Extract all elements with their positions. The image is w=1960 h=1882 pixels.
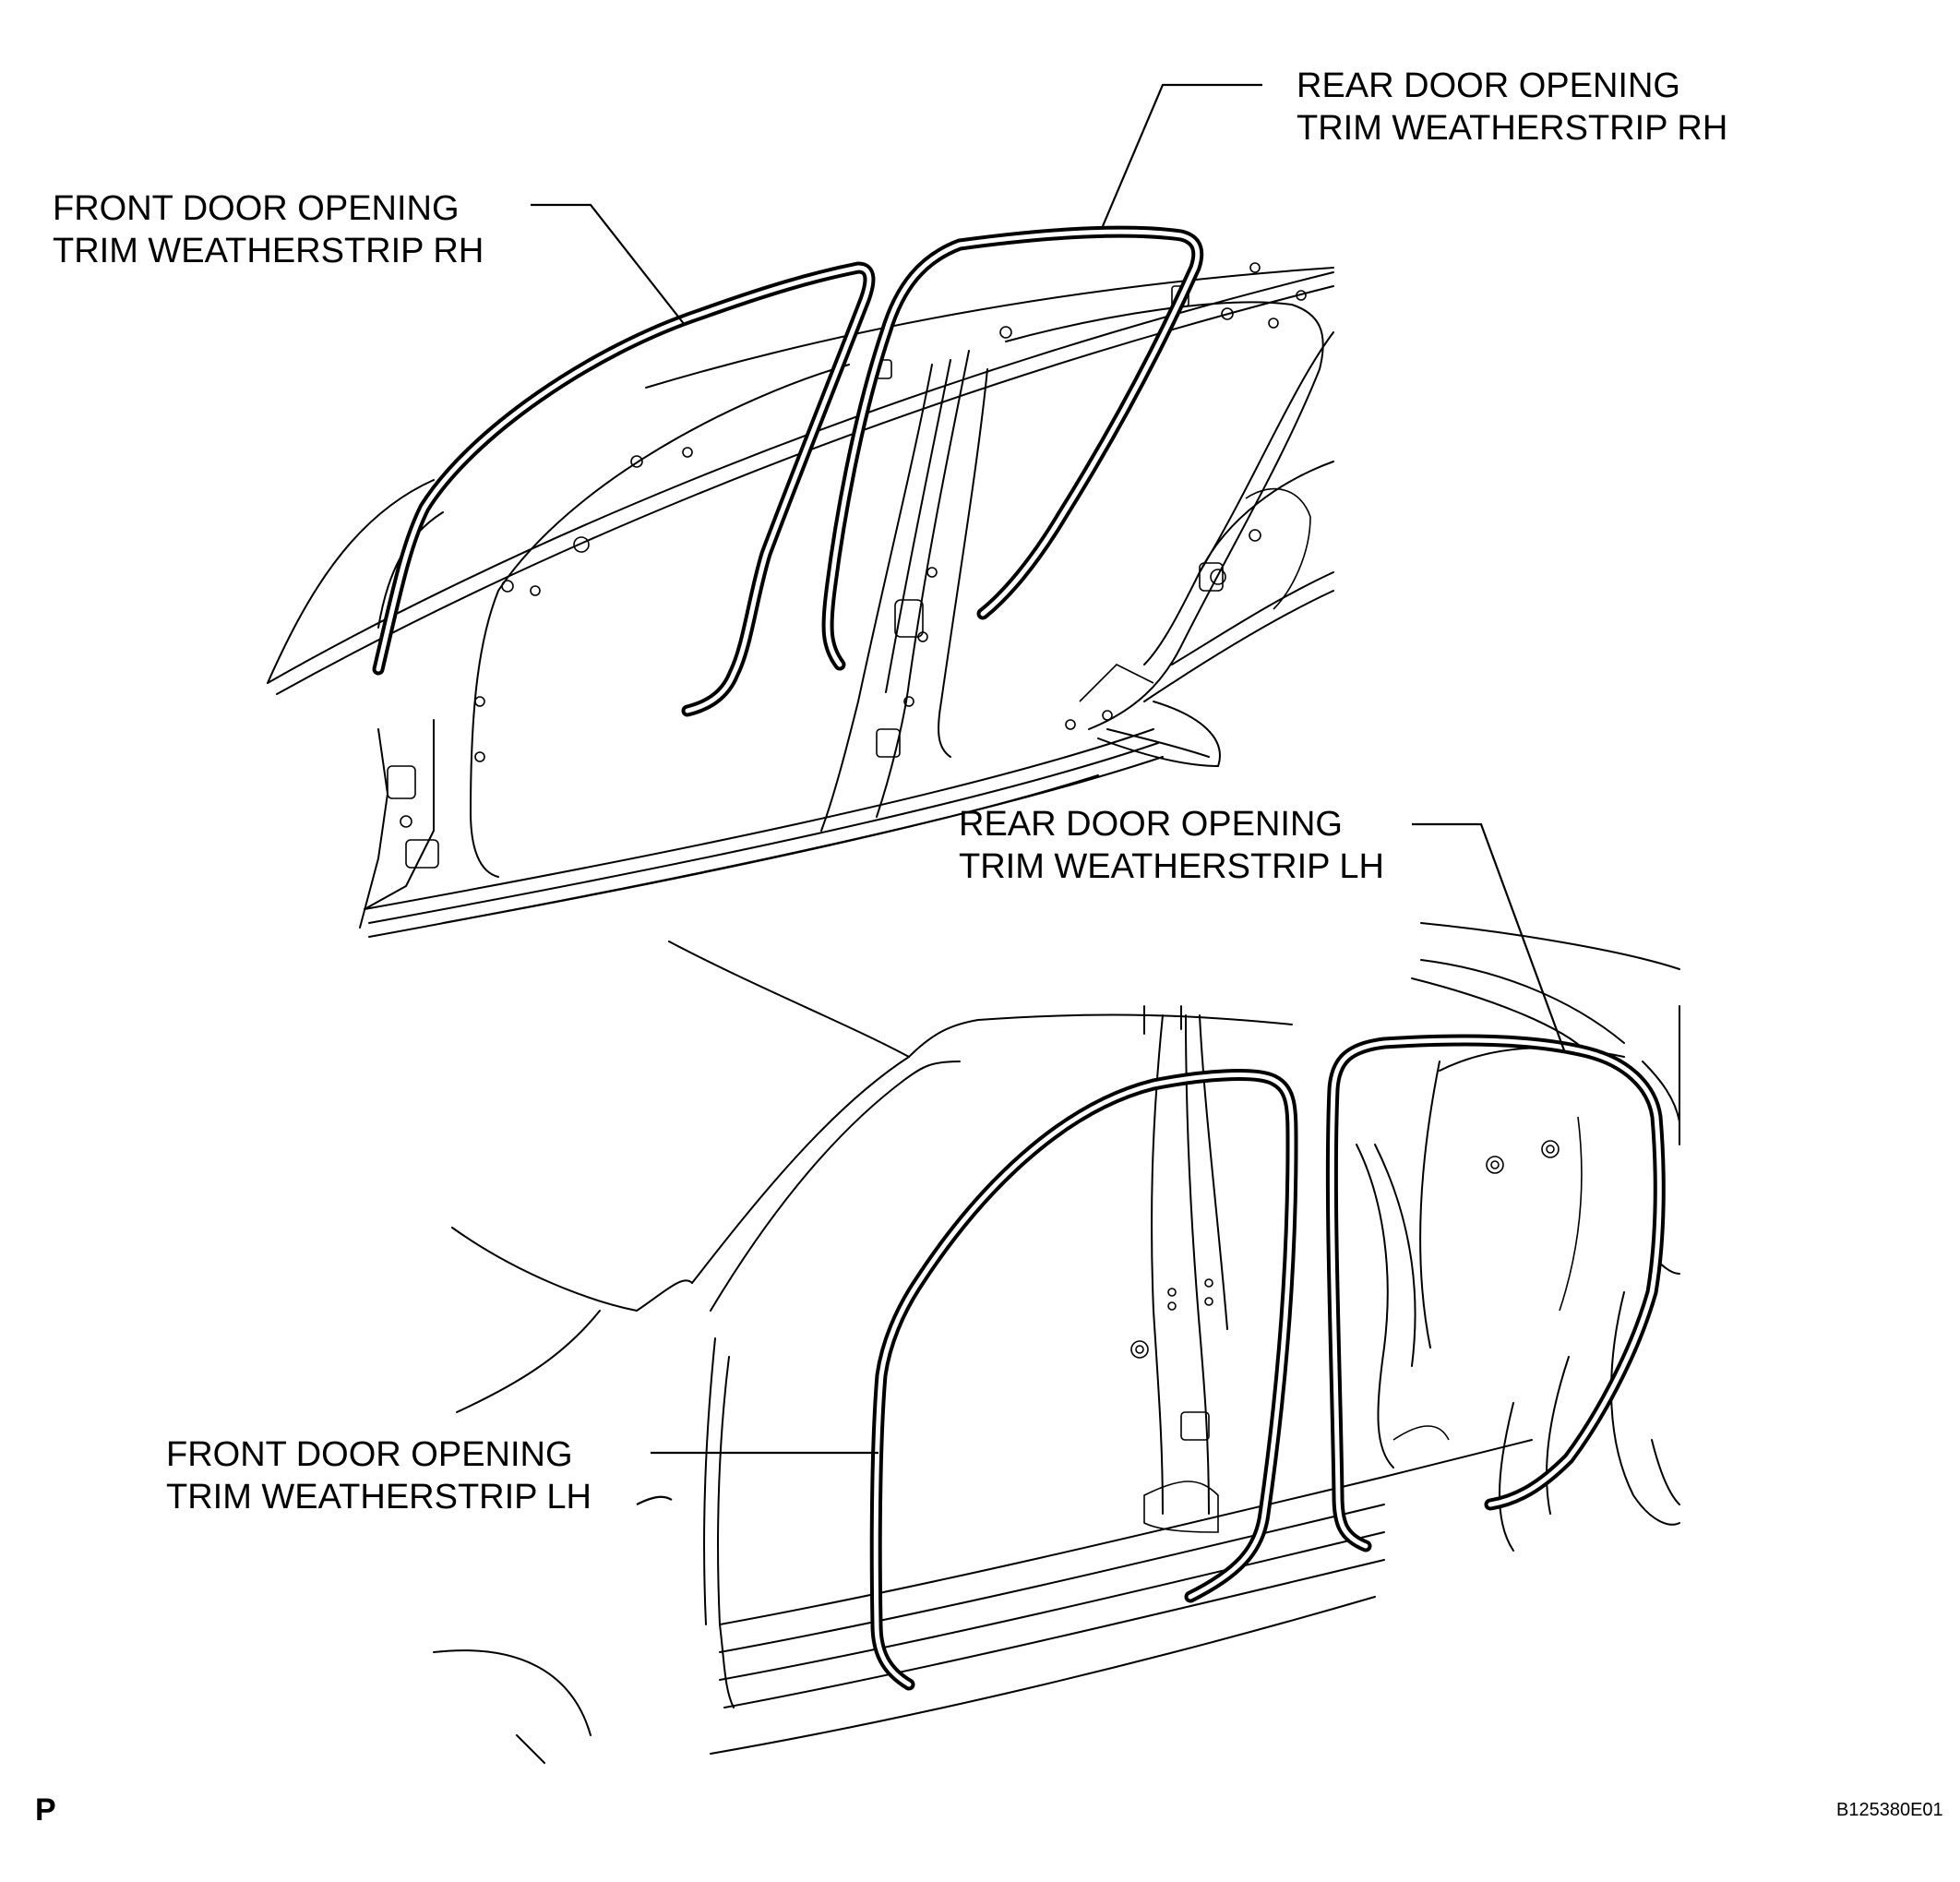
label-rear-lh-line2: TRIM WEATHERSTRIP LH [959, 847, 1384, 886]
page-letter: P [35, 1792, 56, 1828]
figure-id: B125380E01 [1836, 1800, 1943, 1820]
label-front-lh-line2: TRIM WEATHERSTRIP LH [166, 1478, 592, 1516]
leader-rear-lh [1412, 822, 1566, 1051]
label-front-door-rh: FRONT DOOR OPENING TRIM WEATHERSTRIP RH [53, 187, 484, 272]
label-front-rh-line1: FRONT DOOR OPENING [53, 189, 460, 228]
label-rear-door-rh: REAR DOOR OPENING TRIM WEATHERSTRIP RH [1297, 65, 1727, 150]
label-front-lh-line1: FRONT DOOR OPENING [166, 1435, 573, 1474]
label-rear-lh-line1: REAR DOOR OPENING [959, 805, 1343, 844]
leader-front-lh-tail [636, 1495, 673, 1505]
rear-door-weatherstrip-rh [821, 225, 1204, 671]
label-rear-rh-line1: REAR DOOR OPENING [1297, 66, 1680, 105]
lh-body-structure [433, 922, 1680, 1764]
rh-body-structure [267, 262, 1334, 938]
front-door-weatherstrip-lh [869, 1069, 1298, 1691]
label-front-rh-line2: TRIM WEATHERSTRIP RH [53, 232, 484, 270]
label-rear-rh-line2: TRIM WEATHERSTRIP RH [1297, 109, 1728, 148]
label-front-door-lh: FRONT DOOR OPENING TRIM WEATHERSTRIP LH [166, 1433, 592, 1518]
leader-lines [531, 83, 1566, 1505]
leader-rear-rh [1101, 83, 1262, 227]
label-rear-door-lh: REAR DOOR OPENING TRIM WEATHERSTRIP LH [959, 803, 1384, 888]
front-door-weatherstrip-rh [372, 261, 876, 717]
leader-front-rh [531, 203, 686, 326]
rear-door-weatherstrip-lh [1325, 1034, 1666, 1552]
